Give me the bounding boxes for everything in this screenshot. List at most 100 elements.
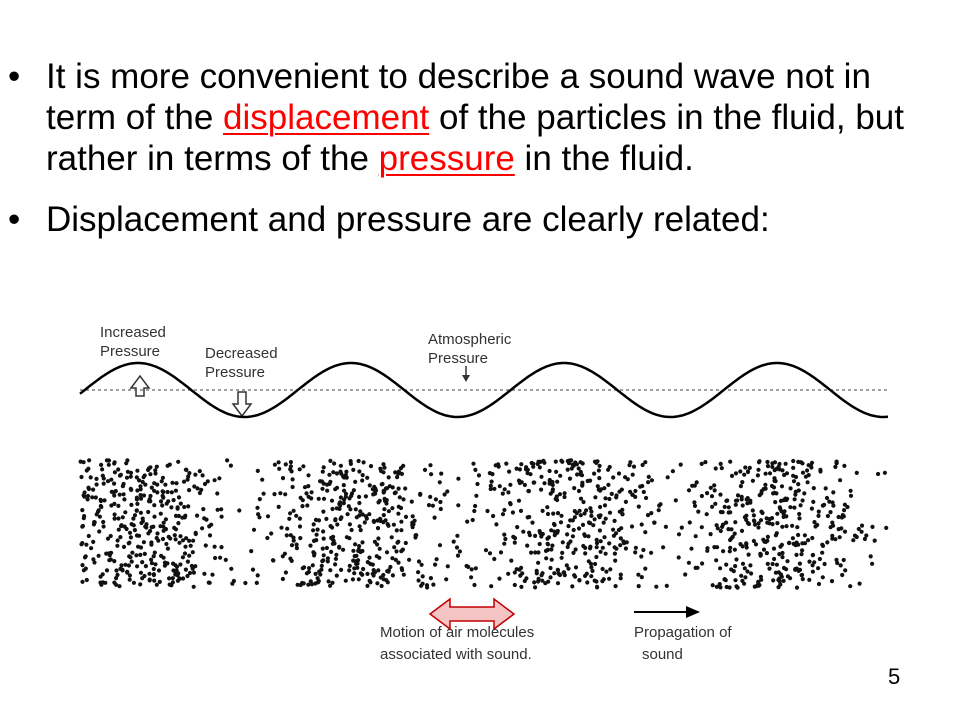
air-molecule xyxy=(597,515,602,520)
air-molecule xyxy=(304,491,309,496)
air-molecule xyxy=(830,533,835,538)
air-molecule xyxy=(570,584,575,589)
air-molecule xyxy=(373,488,379,493)
air-molecule xyxy=(203,543,208,548)
air-molecule xyxy=(785,559,790,564)
air-molecule xyxy=(579,473,585,478)
air-molecule xyxy=(491,513,496,519)
air-molecule xyxy=(276,504,281,509)
air-molecule xyxy=(367,483,372,488)
air-molecule xyxy=(593,561,598,567)
air-molecule xyxy=(339,567,344,572)
air-molecule xyxy=(107,558,112,563)
air-molecule xyxy=(112,481,117,486)
air-molecule xyxy=(335,522,340,527)
air-molecule xyxy=(532,580,537,585)
air-molecule xyxy=(488,483,493,488)
air-molecule xyxy=(390,506,395,511)
air-molecule xyxy=(317,569,322,574)
air-molecule xyxy=(661,545,666,550)
air-molecule xyxy=(357,524,362,529)
air-molecule xyxy=(764,551,770,556)
air-molecule xyxy=(810,563,815,568)
air-molecule xyxy=(294,542,299,547)
air-molecule xyxy=(94,476,99,481)
atmospheric-pressure-arrow-icon xyxy=(462,366,470,382)
air-molecule xyxy=(352,571,357,576)
air-molecule xyxy=(793,489,798,494)
air-molecule xyxy=(87,458,92,463)
air-molecule xyxy=(161,528,166,533)
air-molecule xyxy=(750,508,755,513)
air-molecule xyxy=(509,558,514,563)
air-molecule xyxy=(489,479,494,484)
air-molecule xyxy=(536,550,541,555)
air-molecule xyxy=(376,536,381,541)
air-molecule xyxy=(584,571,589,576)
air-molecule xyxy=(810,569,816,574)
air-molecule xyxy=(140,516,145,521)
air-molecule xyxy=(594,541,600,546)
air-molecule xyxy=(183,544,188,549)
air-molecule xyxy=(170,576,175,581)
air-molecule xyxy=(643,566,648,571)
air-molecule xyxy=(81,460,86,465)
air-molecule xyxy=(328,583,333,588)
air-molecule xyxy=(618,536,623,541)
air-molecule xyxy=(195,486,200,491)
air-molecule xyxy=(522,482,527,488)
air-molecule xyxy=(202,481,208,487)
air-molecule xyxy=(97,529,102,534)
air-molecule xyxy=(636,584,641,589)
air-molecule xyxy=(560,550,565,555)
air-molecule xyxy=(354,553,359,558)
air-molecule xyxy=(700,561,705,566)
air-molecule xyxy=(396,486,401,491)
air-molecule xyxy=(582,511,587,516)
air-molecule xyxy=(735,493,741,498)
air-molecule xyxy=(536,459,541,464)
air-molecule xyxy=(884,525,889,530)
air-molecule xyxy=(785,496,790,501)
air-molecule xyxy=(708,532,713,537)
air-molecule xyxy=(507,469,512,474)
air-molecule xyxy=(119,563,124,568)
air-molecule xyxy=(692,483,697,488)
bullet-list: •It is more convenient to describe a sou… xyxy=(8,56,948,260)
air-molecule xyxy=(641,547,646,553)
air-molecule xyxy=(307,566,312,571)
air-molecule xyxy=(399,528,404,533)
air-molecule xyxy=(755,473,761,478)
air-molecule xyxy=(385,580,390,585)
air-molecule xyxy=(600,579,605,584)
air-molecule xyxy=(572,486,577,491)
air-molecule xyxy=(633,545,639,550)
air-molecule xyxy=(289,543,295,548)
air-molecule xyxy=(302,485,308,490)
air-molecule xyxy=(182,551,188,556)
air-molecule xyxy=(381,470,386,475)
air-molecule xyxy=(859,523,865,528)
air-molecule xyxy=(606,482,611,487)
air-molecule xyxy=(793,543,798,548)
air-molecule xyxy=(469,575,474,580)
air-molecule xyxy=(141,540,146,545)
air-molecule xyxy=(156,568,162,573)
air-molecule xyxy=(125,569,130,574)
air-molecule xyxy=(219,545,224,550)
increased-pressure-label: Increased Pressure xyxy=(100,324,170,360)
air-molecule xyxy=(763,482,768,487)
air-molecule xyxy=(533,550,538,555)
air-molecule xyxy=(149,557,154,562)
air-molecule xyxy=(520,571,525,576)
air-molecule xyxy=(157,579,162,584)
air-molecule xyxy=(678,462,683,467)
air-molecule xyxy=(779,542,785,547)
air-molecule xyxy=(254,580,259,585)
air-molecule xyxy=(354,561,359,566)
air-molecule xyxy=(603,551,608,556)
air-molecule xyxy=(548,575,553,580)
air-molecule xyxy=(112,460,117,465)
air-molecule xyxy=(514,466,519,471)
air-molecule xyxy=(314,538,319,543)
